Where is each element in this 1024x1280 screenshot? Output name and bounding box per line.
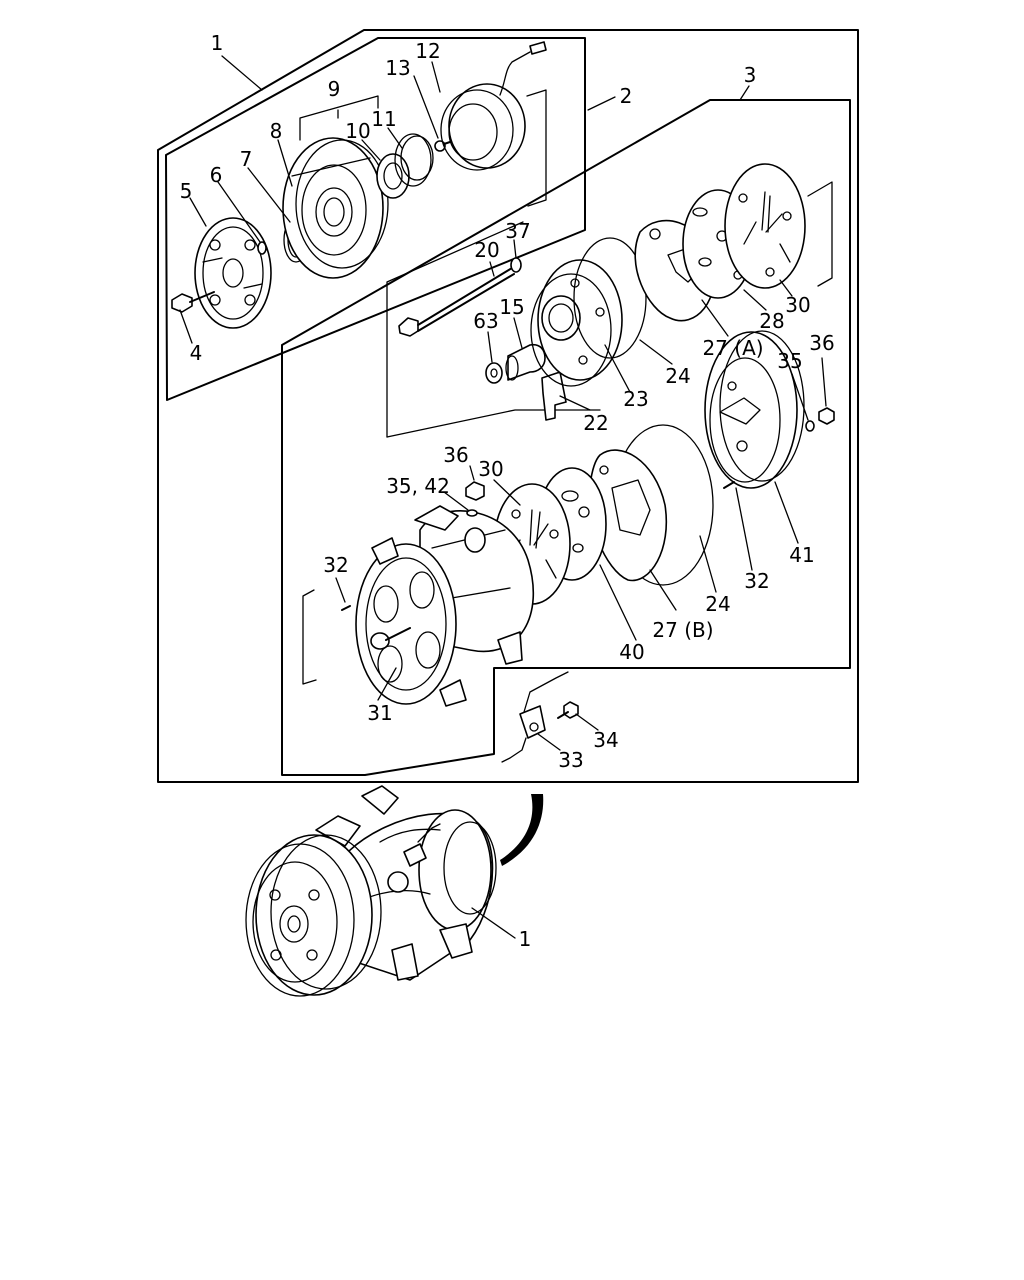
callout-36-upper: 36 <box>809 331 834 355</box>
callout-9: 9 <box>328 77 341 101</box>
reed-valve-30a <box>724 163 806 289</box>
leader-bracket-30a <box>807 181 833 287</box>
callout-12: 12 <box>415 39 440 63</box>
through-bolt-20 <box>398 267 515 337</box>
callout-32-left: 32 <box>323 553 348 577</box>
washer-63 <box>485 362 503 384</box>
assembly-2-frame <box>165 37 586 401</box>
rear-head-41 <box>704 330 805 489</box>
callout-34: 34 <box>593 728 618 752</box>
callout-24-upper: 24 <box>665 364 690 388</box>
callout-27a: 27 (A) <box>702 336 763 360</box>
key-22 <box>541 371 567 421</box>
callout-63: 63 <box>473 309 498 333</box>
o-ring-3542 <box>466 509 478 517</box>
callout-31: 31 <box>367 701 392 725</box>
o-ring-35a <box>805 420 815 432</box>
callout-37: 37 <box>505 219 530 243</box>
pin-32b <box>723 481 735 489</box>
callout-30-lower: 30 <box>478 457 503 481</box>
callout-1-upper: 1 <box>211 31 224 55</box>
screw-34 <box>557 701 579 719</box>
callout-28: 28 <box>759 309 784 333</box>
callout-41: 41 <box>789 543 814 567</box>
coil-12 <box>440 41 547 171</box>
callout-35-upper: 35 <box>777 349 802 373</box>
callout-1-lower: 1 <box>519 927 532 951</box>
front-plate-5 <box>194 217 272 329</box>
callout-5: 5 <box>180 179 193 203</box>
callout-8: 8 <box>270 119 283 143</box>
leader-bracket-31 <box>302 589 317 685</box>
callout-30-upper: 30 <box>785 293 810 317</box>
callout-24-lower: 24 <box>705 592 730 616</box>
assembly-3-frame <box>281 99 851 776</box>
callout-33: 33 <box>558 748 583 772</box>
pulley-8 <box>282 137 389 279</box>
curved-arrow-connector <box>500 794 544 866</box>
callout-10: 10 <box>345 119 370 143</box>
callout-15: 15 <box>499 295 524 319</box>
callout-3: 3 <box>744 63 757 87</box>
plug-36a <box>818 407 835 425</box>
callout-22: 22 <box>583 411 608 435</box>
shim-6 <box>257 241 267 255</box>
thermal-switch-33 <box>501 671 569 763</box>
seal-15 <box>505 343 546 381</box>
plug-36b <box>465 481 485 501</box>
callout-11: 11 <box>371 107 396 131</box>
callout-2: 2 <box>620 84 633 108</box>
pump-sub-frame <box>386 221 601 438</box>
front-head-23 <box>530 259 623 387</box>
assembly-1-frame <box>157 29 859 783</box>
callout-labels: 1 2 3 4 5 6 7 8 9 10 11 12 13 20 37 63 1… <box>180 31 835 951</box>
callout-32-right: 32 <box>744 569 769 593</box>
callout-4: 4 <box>190 341 203 365</box>
callout-13: 13 <box>385 56 410 80</box>
callout-6: 6 <box>210 163 223 187</box>
snap-ring-11 <box>394 133 434 187</box>
callout-40: 40 <box>619 640 644 664</box>
leader-bracket-2-group <box>526 89 547 207</box>
callout-27b: 27 (B) <box>652 618 713 642</box>
o-ring-24-upper <box>573 237 647 359</box>
callout-35-42: 35, 42 <box>386 474 450 498</box>
bearing-10 <box>376 153 410 199</box>
cylinder-block-31 <box>355 505 535 707</box>
leader-bracket-9 <box>299 95 379 141</box>
callout-23: 23 <box>623 387 648 411</box>
leader-lines <box>179 55 827 939</box>
bolt-4 <box>171 291 215 313</box>
callout-20: 20 <box>474 238 499 262</box>
assembled-compressor <box>245 785 497 997</box>
washer-37 <box>510 257 522 273</box>
callout-36-lower: 36 <box>443 443 468 467</box>
callout-7: 7 <box>240 147 253 171</box>
pin-32a <box>341 605 351 611</box>
